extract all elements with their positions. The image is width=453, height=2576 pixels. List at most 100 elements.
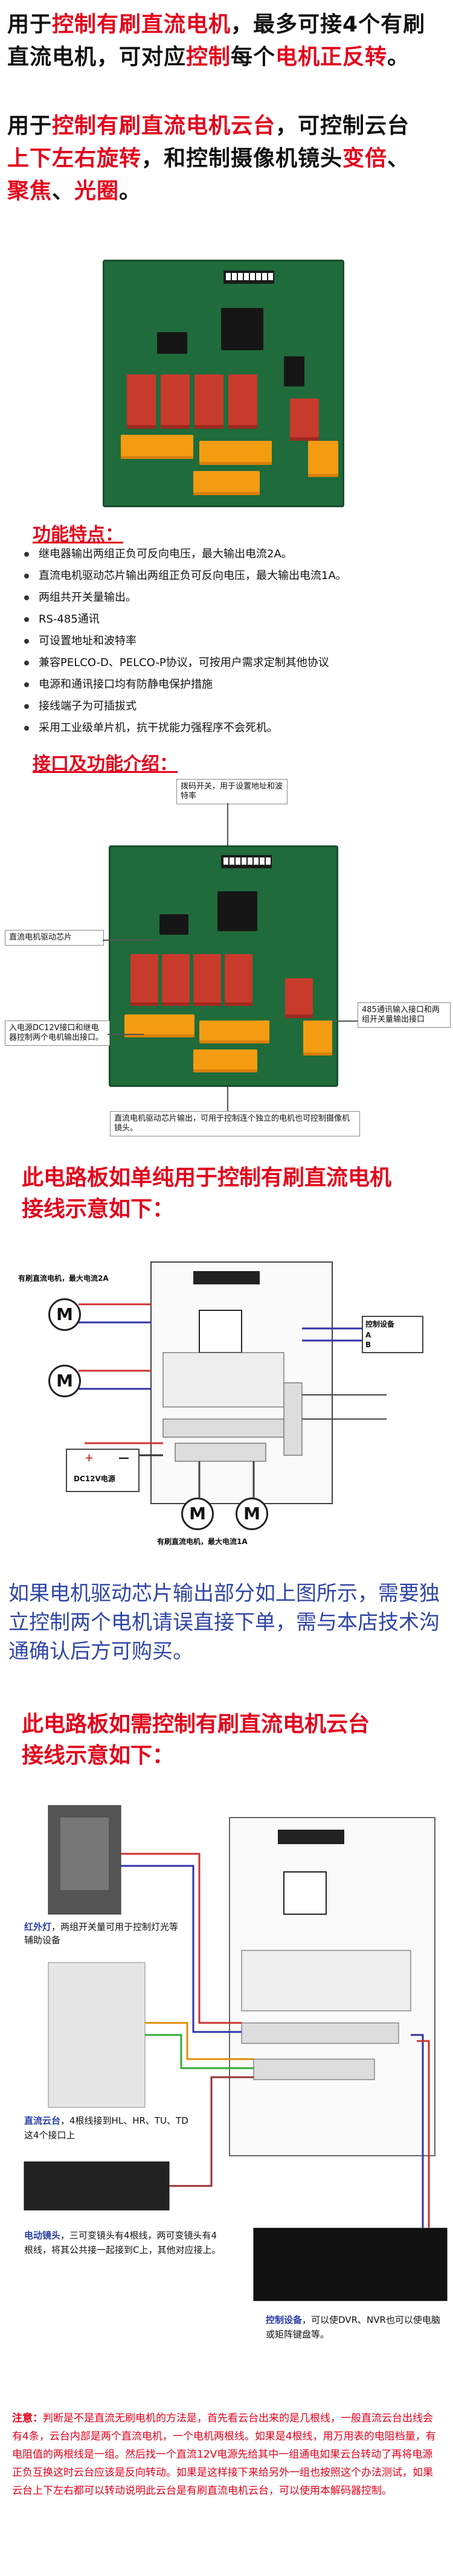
motor-label-bottom: 有刷直流电机，最大电流1A bbox=[157, 1537, 248, 1546]
dip-switch-symbol bbox=[278, 1830, 344, 1844]
callout-bottom: 直流电机驱动芯片输出，可用于控制连个独立的电机也可控制摄像机镜头。 bbox=[110, 1111, 360, 1136]
features-list: 继电器输出两组正负可反向电压，最大输出电流2A。 直流电机驱动芯片输出两组正负可… bbox=[18, 543, 435, 739]
intro-line-1: 用于控制有刷直流电机，最多可接4个有刷 bbox=[7, 8, 448, 41]
dip-switch bbox=[221, 855, 272, 868]
intro-highlight: 光圈 bbox=[74, 179, 120, 203]
control-device-label: 控制设备 bbox=[365, 1320, 395, 1328]
wiring2-title-line: 此电路板如需控制有刷直流电机云台 bbox=[22, 1712, 370, 1737]
intro-highlight: 控制 bbox=[186, 45, 231, 69]
relay bbox=[130, 954, 158, 1006]
callout-line bbox=[103, 940, 157, 941]
relay bbox=[225, 954, 252, 1006]
wire bbox=[417, 2040, 430, 2228]
intro-text: 。 bbox=[119, 179, 142, 203]
feature-item: 可设置地址和波特率 bbox=[18, 630, 435, 652]
dvr-device bbox=[253, 2228, 448, 2301]
relay bbox=[290, 399, 319, 441]
intro-highlight: 电机正反转 bbox=[275, 45, 388, 69]
terminal-symbol bbox=[162, 1418, 303, 1438]
terminal-symbol bbox=[241, 2022, 399, 2044]
intro-text: 每个 bbox=[231, 45, 276, 69]
pin-b-label: B bbox=[365, 1341, 371, 1349]
mcu-chip bbox=[217, 891, 257, 931]
intro-paragraph-1: 用于控制有刷直流电机，最多可接4个有刷 直流电机，可对应控制每个电机正反转。 bbox=[7, 8, 448, 74]
terminal-block bbox=[124, 1014, 194, 1037]
wire bbox=[145, 2034, 254, 2069]
features-title: 功能特点： bbox=[33, 524, 123, 545]
motor-symbol: M bbox=[236, 1498, 268, 1530]
ir-desc: ，两组开关量可用于控制灯光等辅助设备 bbox=[24, 1921, 179, 1946]
wiring1-title-line: 接线示意如下： bbox=[22, 1197, 175, 1222]
relay-bank-symbol bbox=[241, 1950, 411, 2011]
wiring1-title-line: 此电路板如单纯用于控制有刷直流电机 bbox=[22, 1165, 392, 1190]
relay bbox=[161, 374, 190, 429]
terminal-symbol bbox=[175, 1443, 266, 1462]
intro-text: 、 bbox=[387, 146, 410, 171]
feature-item: 直流电机驱动芯片输出两组正负可反向电压，最大输出电流1A。 bbox=[18, 565, 435, 587]
relay-bank-symbol bbox=[162, 1352, 284, 1408]
intro-text: 、 bbox=[52, 179, 75, 203]
intro-text: 直流电机，可对应 bbox=[7, 45, 187, 69]
feature-item: 接线端子为可插拔式 bbox=[18, 696, 435, 717]
psu-label: DC12V电源 bbox=[74, 1475, 115, 1483]
dip-switch bbox=[223, 271, 274, 284]
driver-chip bbox=[157, 332, 187, 354]
terminal-block bbox=[199, 441, 272, 465]
driver-chip bbox=[159, 914, 188, 935]
motor-label-top: 有刷直流电机，最大电流2A bbox=[18, 1274, 109, 1283]
ir-caption: 红外灯，两组开关量可用于控制灯光等辅助设备 bbox=[24, 1920, 181, 1947]
wire bbox=[145, 2022, 254, 2060]
terminal-block bbox=[199, 1020, 269, 1043]
wiring2-title-line: 接线示意如下： bbox=[22, 1743, 175, 1768]
callout-line bbox=[227, 803, 228, 845]
intro-highlight: 变倍 bbox=[342, 146, 388, 171]
feature-item: 两组共开关量输出。 bbox=[18, 587, 435, 609]
psu-plus-label: + bbox=[85, 1452, 94, 1464]
note-body: 判断是不是直流无刷电机的方法是，首先看云台出来的是几根线，一般直流云台出线会有4… bbox=[12, 2412, 436, 2497]
terminal-block bbox=[193, 471, 260, 495]
wiring2-diagram: 红外灯，两组开关量可用于控制灯光等辅助设备 直流云台，4根线接到HL、HR、TU… bbox=[0, 1793, 453, 2403]
feature-item: 兼容PELCO-D、PELCO-P协议，可按用户需求定制其他协议 bbox=[18, 652, 435, 674]
intro-highlight: 上下左右旋转 bbox=[7, 146, 142, 171]
callout-line bbox=[108, 1034, 144, 1035]
callout-drive-chip: 直流电机驱动芯片 bbox=[5, 930, 104, 946]
relay bbox=[127, 374, 156, 429]
dip-switch-symbol bbox=[193, 1271, 260, 1284]
product-board-photo bbox=[103, 260, 344, 507]
callout-rs485: 485通讯输入接口和两组开关量输出接口 bbox=[358, 1002, 451, 1028]
wire bbox=[121, 1853, 242, 2024]
intro-text: 。 bbox=[387, 45, 410, 69]
terminal-block bbox=[193, 1049, 257, 1072]
interface-board-photo bbox=[109, 845, 338, 1087]
intro-line-4: 上下左右旋转，和控制摄像机镜头变倍、 bbox=[7, 143, 448, 175]
motor-symbol: M bbox=[48, 1365, 81, 1397]
callout-line bbox=[332, 1020, 358, 1022]
wiring2-title: 此电路板如需控制有刷直流电机云台 接线示意如下： bbox=[22, 1709, 445, 1772]
lens-caption: 电动镜头，三可变镜头有4根线，两可变镜头有4根线，将其公共接一起接到C上，其他对… bbox=[24, 2228, 223, 2257]
motorized-lens bbox=[24, 2161, 170, 2211]
ptz-camera bbox=[48, 1962, 146, 2108]
intro-line-5: 聚焦、光圈。 bbox=[7, 175, 448, 208]
feature-item: 电源和通讯接口均有防静电保护措施 bbox=[18, 674, 435, 696]
ptz-caption: 直流云台，4根线接到HL、HR、TU、TD这4个接口上 bbox=[24, 2113, 193, 2142]
wiring1-diagram: 有刷直流电机，最大电流2A M M M M 控制设备 A B + — DC12V… bbox=[0, 1244, 453, 1558]
relay bbox=[228, 374, 257, 429]
intro-text: ，最多可接4个有刷 bbox=[231, 12, 426, 37]
lens-desc: ，三可变镜头有4根线，两可变镜头有4根线，将其公共接一起接到C上，其他对应接上。 bbox=[24, 2230, 221, 2255]
intro-text: 用于 bbox=[7, 114, 53, 138]
psu-box bbox=[66, 1449, 140, 1492]
intro-highlight: 聚焦 bbox=[7, 179, 53, 203]
motor-symbol: M bbox=[181, 1498, 214, 1530]
notice-text: 如果电机驱动芯片输出部分如上图所示，需要独立控制两个电机请误直接下单，需与本店技… bbox=[8, 1581, 440, 1664]
callout-dip: 拨码开关，用于设置地址和波特率 bbox=[176, 779, 288, 804]
ir-light-face bbox=[60, 1818, 109, 1890]
intro-highlight: 控制有刷直流电机云台 bbox=[52, 114, 276, 138]
terminal-symbol bbox=[283, 1382, 303, 1456]
relay bbox=[194, 374, 223, 429]
control-device-box bbox=[362, 1316, 423, 1353]
lens-label: 电动镜头 bbox=[24, 2230, 61, 2241]
terminal-symbol bbox=[253, 2059, 375, 2080]
note-head: 注意： bbox=[12, 2412, 43, 2424]
wiring1-svg bbox=[66, 1261, 423, 1504]
relay bbox=[162, 954, 190, 1006]
